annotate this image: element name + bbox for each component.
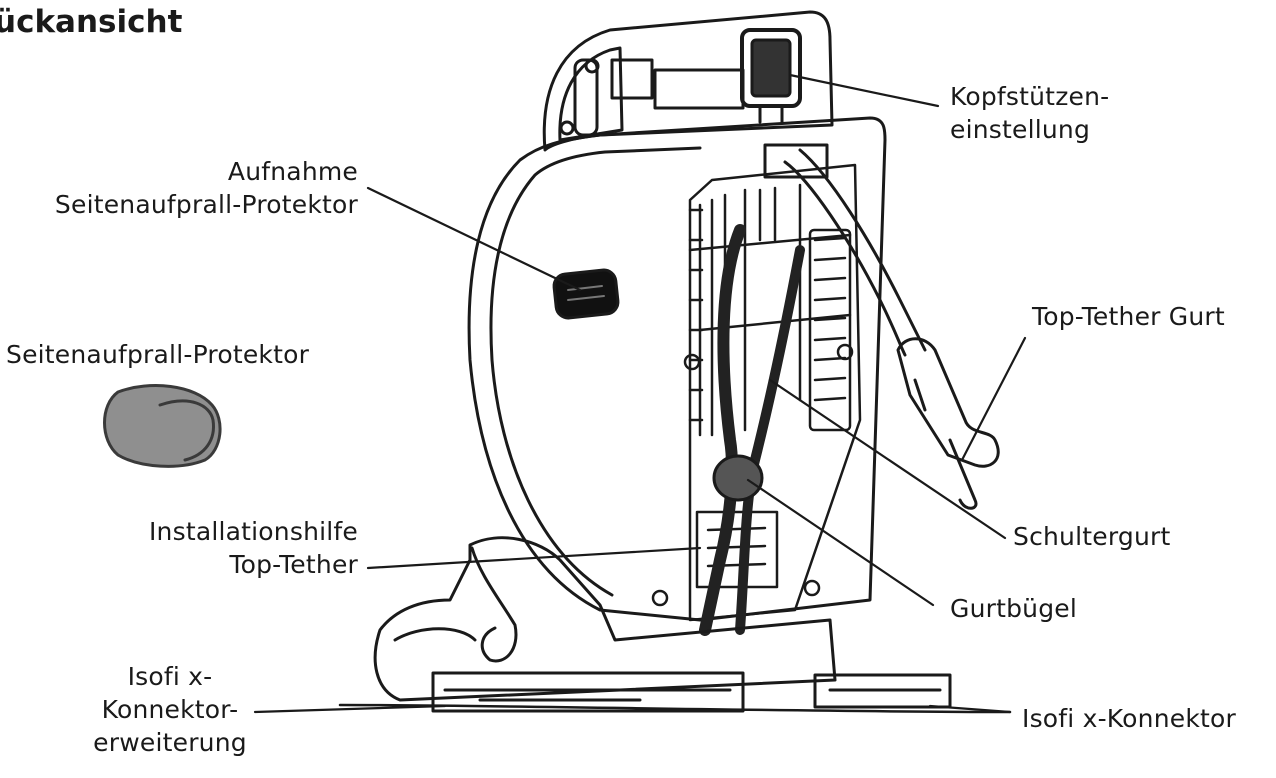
floor-line bbox=[338, 703, 1012, 714]
label-side-impact-protector: Seitenaufprall-Protektor bbox=[6, 340, 310, 369]
seat-base bbox=[373, 536, 952, 713]
leader-lines bbox=[253, 73, 1027, 714]
leader-belt-guide bbox=[746, 478, 935, 607]
label-isofix-extension: Isofi x- Konnektor- erweiterung bbox=[93, 662, 247, 757]
page-title: ückansicht bbox=[0, 4, 183, 40]
label-top-tether-strap: Top-Tether Gurt bbox=[1032, 302, 1225, 331]
leader-side-impact-holder bbox=[366, 186, 582, 292]
label-side-impact-holder: Aufnahme Seitenaufprall-Protektor bbox=[54, 157, 358, 219]
top-tether-strap bbox=[783, 148, 1000, 510]
label-headrest-adjustment: Kopfstützen- einstellung bbox=[950, 82, 1110, 144]
leader-isofix-connector bbox=[928, 704, 1012, 714]
leader-isofix-extension bbox=[253, 704, 447, 714]
backrest-shell bbox=[467, 116, 887, 622]
shoulder-belt-strap bbox=[699, 224, 805, 636]
side-impact-holder-badge bbox=[552, 268, 620, 320]
leader-shoulder-belt bbox=[768, 378, 1007, 540]
side-impact-protector-illustration bbox=[103, 384, 222, 468]
leader-installation-aid bbox=[366, 546, 702, 570]
label-belt-guide: Gurtbügel bbox=[950, 594, 1078, 623]
label-isofix-connector: Isofi x-Konnektor bbox=[1022, 704, 1236, 733]
isofix-extension-rail bbox=[431, 671, 745, 713]
belt-guide-clip bbox=[712, 454, 764, 502]
leader-top-tether bbox=[960, 336, 1027, 462]
label-shoulder-belt: Schultergurt bbox=[1013, 522, 1171, 551]
headrest bbox=[542, 10, 834, 152]
label-installation-aid: Installationshilfe Top-Tether bbox=[148, 517, 358, 579]
leader-headrest bbox=[788, 73, 940, 108]
isofix-connector-rail bbox=[813, 673, 952, 709]
